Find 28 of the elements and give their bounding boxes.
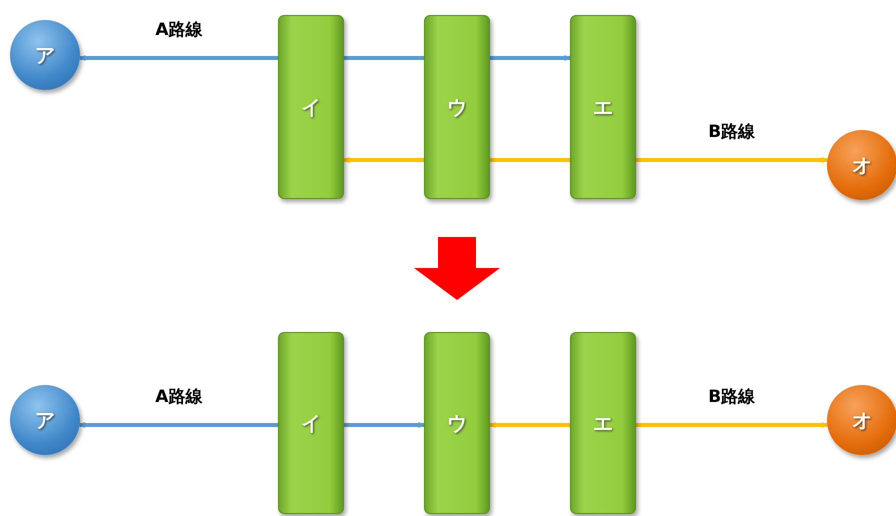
arrow	[636, 157, 828, 163]
edge-label: A路線	[155, 386, 202, 409]
station-label: オ	[852, 407, 872, 434]
arrow	[343, 157, 424, 163]
arrow	[490, 55, 571, 61]
station-label: ウ	[447, 410, 467, 437]
station-bar	[424, 15, 490, 199]
station-label: イ	[301, 410, 321, 437]
edge-label: B路線	[708, 386, 756, 409]
station-label: イ	[301, 94, 321, 121]
station-label: エ	[593, 410, 613, 437]
station-bar	[570, 15, 636, 199]
station-label: ア	[35, 42, 55, 69]
station-bar	[278, 332, 344, 514]
station-bar	[424, 332, 490, 514]
station-label: ア	[35, 407, 55, 434]
arrow	[636, 422, 828, 428]
station-label: オ	[852, 152, 872, 179]
station-bar	[570, 332, 636, 514]
station-label: ウ	[447, 94, 467, 121]
arrow	[79, 55, 278, 61]
station-bar	[278, 15, 344, 199]
arrow	[489, 422, 570, 428]
station-label: エ	[593, 94, 613, 121]
edge-label: A路線	[155, 19, 202, 42]
arrow	[79, 422, 278, 428]
arrow	[344, 422, 425, 428]
edge-label: B路線	[708, 121, 756, 144]
